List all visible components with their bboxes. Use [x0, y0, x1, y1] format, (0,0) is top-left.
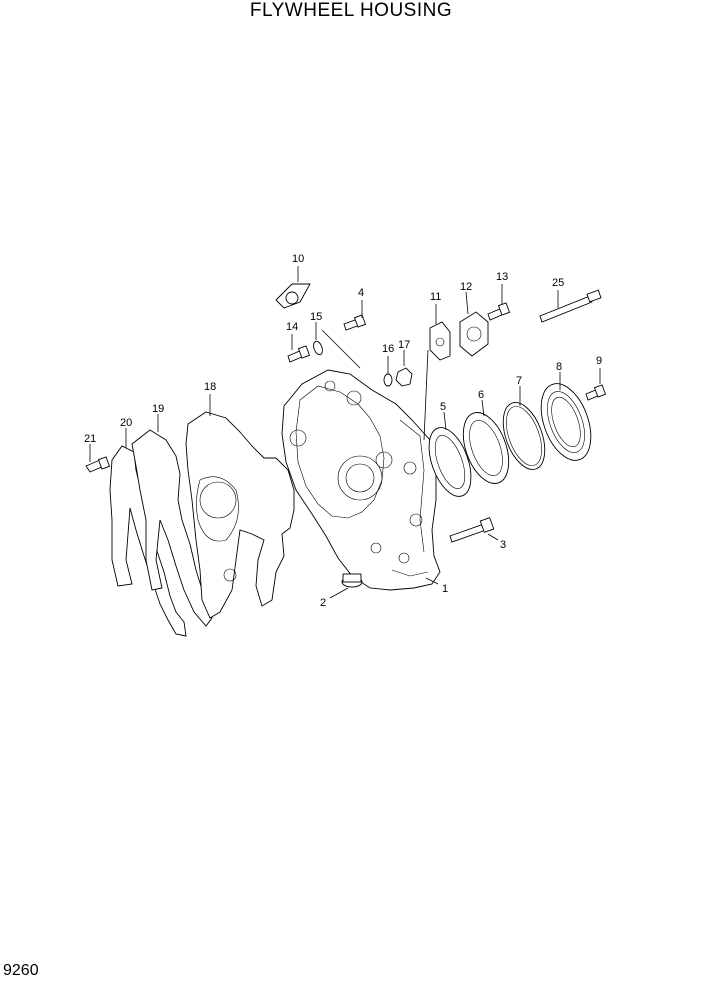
cover-plate-12: [459, 311, 489, 357]
callout-14: 14: [286, 321, 298, 333]
callout-7: 7: [516, 375, 522, 387]
callout-20: 20: [120, 417, 132, 429]
seal-ring-5: [428, 427, 472, 497]
callout-5: 5: [440, 401, 446, 413]
cover-8: [540, 383, 592, 461]
o-ring-7: [502, 402, 546, 470]
callout-17: 17: [398, 339, 410, 351]
page-title: FLYWHEEL HOUSING: [249, 0, 453, 21]
callout-11: 11: [430, 291, 441, 303]
callout-15: 15: [310, 311, 322, 323]
callout-12: 12: [460, 281, 472, 293]
bracket-10: [275, 283, 311, 309]
stud-25: [539, 289, 602, 323]
callout-6: 6: [478, 389, 484, 401]
callout-19: 19: [152, 403, 164, 415]
bolt-21: [85, 456, 111, 473]
callout-21: 21: [84, 433, 96, 445]
gasket-18: [185, 411, 295, 619]
callout-8: 8: [556, 361, 562, 373]
callout-25: 25: [552, 277, 564, 289]
page-number: 9260: [3, 962, 39, 979]
bolt-13: [487, 302, 511, 321]
flywheel-housing-1: [281, 369, 441, 591]
nut-17: [395, 367, 413, 387]
plug-2: [341, 573, 363, 588]
callout-16: 16: [382, 343, 394, 355]
cover-plate-11: [429, 321, 451, 361]
bolt-3: [449, 517, 495, 543]
bolt-14: [287, 345, 311, 363]
washer-16: [383, 373, 393, 387]
callout-1: 1: [442, 583, 448, 595]
bolt-9: [585, 384, 607, 401]
bolt-4: [343, 314, 367, 331]
callout-18: 18: [204, 381, 216, 393]
gasket-19: [131, 429, 213, 627]
callout-4: 4: [358, 287, 364, 299]
callout-10: 10: [292, 253, 304, 265]
washer-15: [313, 340, 323, 356]
callout-3: 3: [500, 539, 506, 551]
leader-lines: [89, 266, 601, 599]
callout-2: 2: [320, 597, 326, 609]
callout-9: 9: [596, 355, 602, 367]
callout-13: 13: [496, 271, 508, 283]
seal-ring-6: [462, 412, 510, 484]
